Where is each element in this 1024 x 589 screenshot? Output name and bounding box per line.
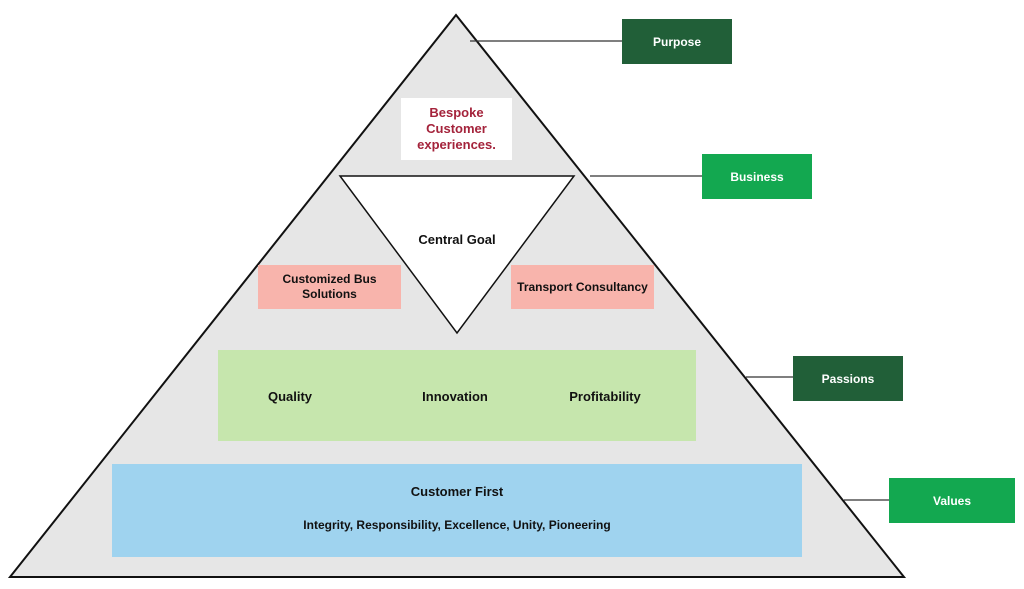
business-item-bus-solutions: Customized Bus Solutions (258, 265, 401, 309)
values-title: Customer First (410, 484, 504, 499)
business-item-text: Transport Consultancy (517, 279, 648, 294)
central-goal-triangle (338, 175, 576, 335)
passions-band (218, 350, 696, 441)
passions-tag: Passions (793, 356, 903, 401)
values-list: Integrity, Responsibility, Excellence, U… (303, 518, 611, 532)
passion-innovation: Innovation (422, 388, 488, 404)
business-item-text: Customized Bus Solutions (282, 272, 377, 301)
passions-tag-label: Passions (821, 371, 875, 386)
passion-quality: Quality (267, 388, 313, 404)
purpose-statement: Bespoke Customer experiences. (401, 98, 512, 160)
business-tag: Business (702, 154, 812, 199)
business-tag-label: Business (730, 169, 784, 184)
central-goal-label: Central Goal (418, 231, 496, 247)
purpose-tag-label: Purpose (652, 34, 701, 49)
passion-profitability: Profitability (569, 388, 641, 404)
business-item-consultancy: Transport Consultancy (511, 265, 654, 309)
purpose-statement-text: Bespoke Customer experiences. (417, 105, 496, 152)
purpose-tag: Purpose (622, 19, 732, 64)
values-tag-label: Values (932, 493, 972, 508)
values-tag: Values (889, 478, 1015, 523)
values-band (112, 464, 802, 557)
